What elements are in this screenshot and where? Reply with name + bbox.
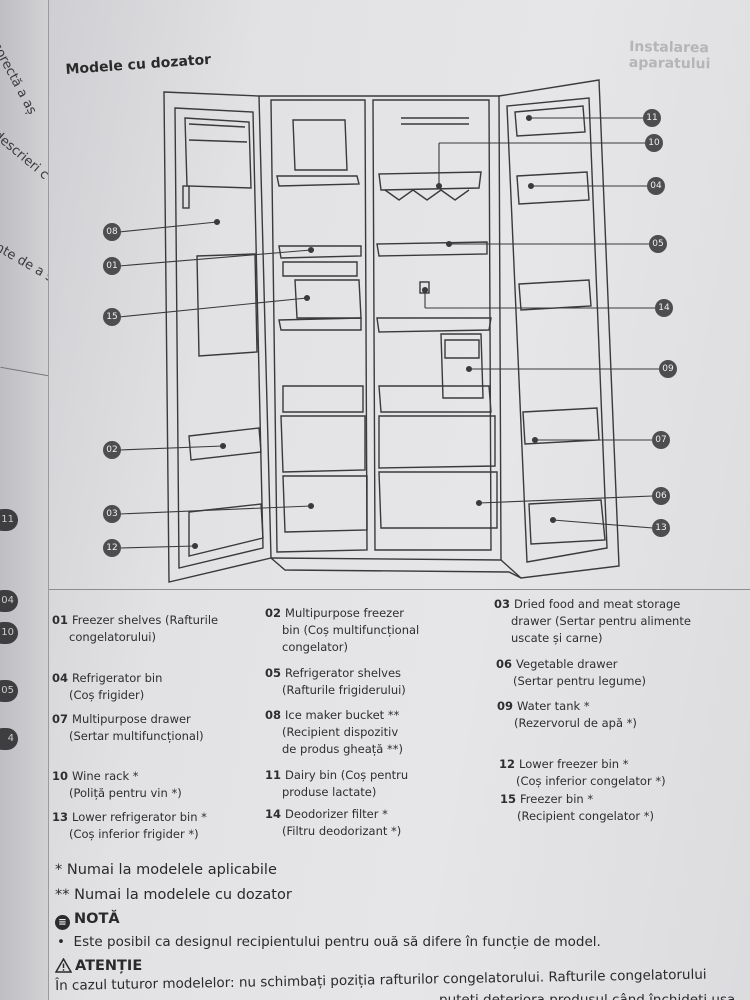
fridge-diagram [118,79,661,583]
prev-page-bullet: 05 [0,680,18,702]
right-door-inner [506,97,608,563]
lower-refrigerator-bin [528,499,606,545]
caution-heading: ATENȚIE [55,958,142,974]
freezer-compartment [270,99,368,553]
right-door-outline [498,79,620,579]
ice-dispenser-recess [196,253,258,357]
water-tank [440,333,484,399]
footnote-dispenser-models: ** Numai la modelele cu dozator [55,887,292,903]
warning-icon [55,958,72,973]
callout-14: 14 [655,299,673,317]
footnote-applicable-models: * Numai la modelele aplicabile [55,862,277,878]
dairy-bin [514,105,586,137]
callout-13: 13 [652,519,670,537]
section-divider [49,589,750,590]
callout-10: 10 [645,134,663,152]
manual-page: Instalarea aparatului Modele cu dozator [48,0,750,1000]
prev-page-fragment: descrieri c [0,128,52,183]
fridge-compartment [372,99,492,551]
left-door-inner [174,107,264,569]
callout-05: 05 [649,235,667,253]
freezer-drawer-upper [280,415,366,473]
refrigerator-bin [516,171,590,205]
callout-08: 08 [103,223,121,241]
note-icon: ≡ [55,915,70,930]
ice-maker-bucket [184,117,252,189]
note-heading: ≡NOTĂ [55,911,120,930]
caution-text-continued: puteți deteriora produsul când închideți… [439,992,740,1000]
multipurpose-drawer [378,415,496,469]
freezer-shelf [278,245,362,259]
callout-15: 15 [103,308,121,326]
callout-01: 01 [103,257,121,275]
lower-freezer-bin [188,503,264,557]
prev-page-bullet: 11 [0,509,18,531]
prev-page-bullet: 10 [0,622,18,644]
cabinet-outline [259,95,502,561]
callout-04: 04 [647,177,665,195]
callout-07: 07 [652,431,670,449]
multipurpose-freezer-bin [188,427,262,461]
vegetable-drawer [378,471,498,529]
callout-11: 11 [643,109,661,127]
wine-rack [378,171,482,191]
caution-text: În cazul tuturor modelelor: nu schimbați… [55,966,707,994]
dried-food-drawer [282,475,368,533]
callout-06: 06 [652,487,670,505]
prev-page-bullet: 4 [0,728,18,750]
prev-page-bullet: 04 [0,590,18,612]
prev-page-fragment: corectă a aș [0,40,40,118]
callout-02: 02 [103,441,121,459]
note-text: • Este posibil ca designul recipientului… [57,934,601,950]
callout-09: 09 [659,360,677,378]
callout-12: 12 [103,539,121,557]
callout-03: 03 [103,505,121,523]
